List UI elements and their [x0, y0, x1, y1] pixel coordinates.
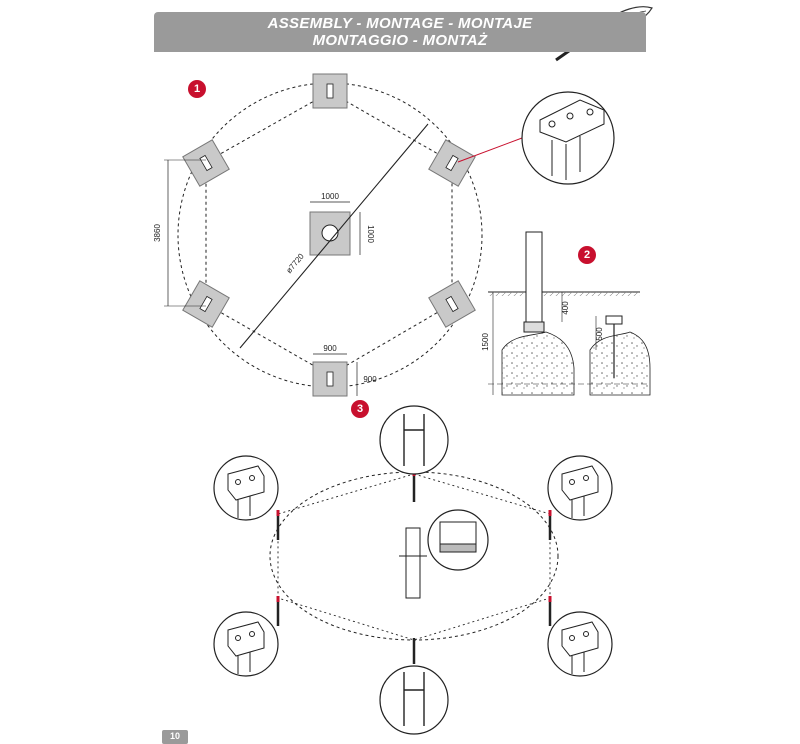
dim-center-height: 1000 — [366, 225, 375, 243]
dim-center-width: 1000 — [321, 192, 339, 201]
dim-diameter: ø7720 — [284, 251, 306, 275]
dim-depth-400: 400 — [561, 301, 570, 315]
detail-upper-right — [547, 455, 613, 521]
pad-top-left — [182, 139, 230, 187]
dim-pad-height: 900 — [363, 375, 377, 384]
detail-upper-left — [213, 455, 279, 521]
step-1-badge: 1 — [188, 80, 206, 98]
step-3-badge: 3 — [351, 400, 369, 418]
step-2-badge: 2 — [578, 246, 596, 264]
dim-span: 3860 — [153, 224, 162, 242]
layout-plan: 1000 1000 ø7720 3860 900 900 — [153, 73, 483, 397]
dim-depth-500: 500 — [595, 327, 604, 341]
leg-assembly — [213, 405, 613, 735]
center-pad — [309, 211, 351, 256]
assembly-header-banner: ASSEMBLY - MONTAGE - MONTAJE MONTAGGIO -… — [154, 12, 646, 52]
dim-depth-total: 1500 — [481, 333, 490, 351]
page-number: 10 — [162, 730, 188, 744]
assembly-title: ASSEMBLY - MONTAGE - MONTAJE MONTAGGIO -… — [154, 15, 646, 49]
bracket-detail-callout — [457, 91, 615, 185]
pad-bottom-right — [428, 280, 476, 328]
pad-top — [312, 73, 348, 109]
pad-bottom — [312, 361, 348, 397]
detail-lower-right — [547, 611, 613, 677]
title-line-2: MONTAGGIO - MONTAŻ — [312, 32, 488, 49]
pad-bottom-left — [182, 280, 230, 328]
detail-bottom — [379, 665, 449, 735]
foundation-section: 1500 400 500 — [481, 231, 651, 396]
detail-lower-left — [213, 611, 279, 677]
dim-pad-width: 900 — [323, 344, 337, 353]
pad-top-right — [428, 139, 476, 187]
detail-top — [379, 405, 449, 475]
title-line-1: ASSEMBLY - MONTAGE - MONTAJE — [267, 15, 533, 32]
